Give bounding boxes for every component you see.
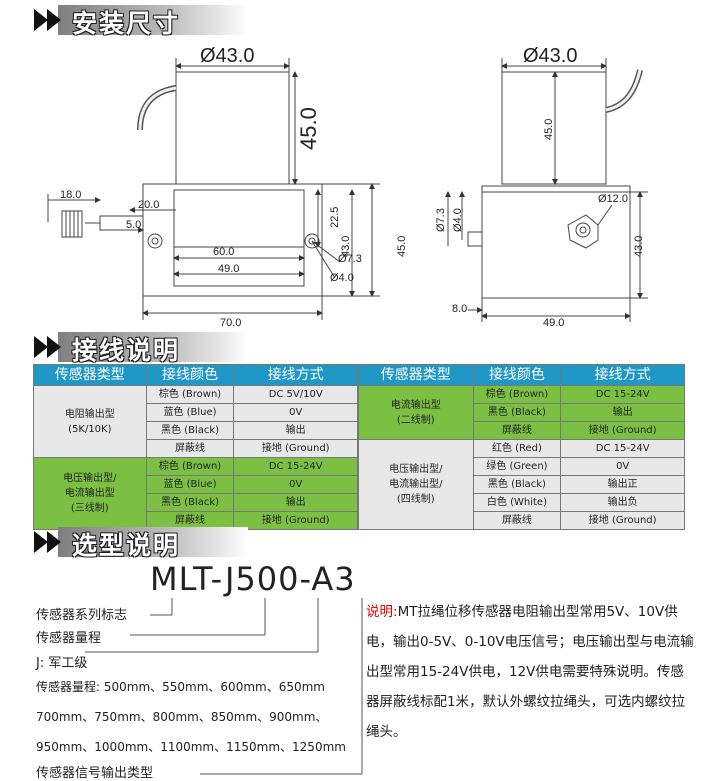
front-drum-outline	[175, 71, 290, 185]
selection-line: 950mm、1000mm、1100mm、1150mm、1250mm	[36, 740, 346, 754]
wire-color: 棕色 (Brown)	[145, 457, 235, 476]
chevron-icon	[34, 531, 48, 553]
dim-label: 45.0	[396, 236, 408, 257]
section-banner-wiring: 接线说明	[30, 330, 690, 365]
wire-function: DC 15-24V	[233, 457, 358, 476]
dim-label: Ø7.3	[435, 208, 447, 232]
wiring-table-left: 传感器类型 接线颜色 接线方式 电阻输出型(5K/10K) 棕色 (Brown)…	[33, 364, 358, 530]
wire-function: 接地 (Ground)	[560, 421, 685, 440]
wire-color: 黑色 (Black)	[472, 403, 562, 422]
column-header: 传感器类型	[33, 364, 147, 386]
wire-function: 接地 (Ground)	[233, 439, 358, 458]
wire-color: 蓝色 (Blue)	[145, 403, 235, 422]
dim-label: 5.0	[126, 219, 141, 231]
wire-function: 0V	[233, 475, 358, 494]
chevron-icon	[34, 336, 48, 358]
column-header: 接线颜色	[145, 364, 235, 386]
section-title: 安装尺寸	[72, 9, 181, 38]
wire-function: 输出正	[560, 475, 685, 494]
wire-color: 屏蔽线	[145, 511, 235, 530]
wire-function: 0V	[560, 457, 685, 476]
wire-color: 白色 (White)	[472, 493, 562, 512]
wire-function: DC 15-24V	[560, 439, 685, 458]
cable-lead	[605, 69, 643, 113]
selection-line: 传感器量程: 500mm、550mm、600mm、650mm	[36, 680, 325, 694]
wire-function: 输出负	[560, 493, 685, 512]
sensor-type-cell: 电阻输出型(5K/10K)	[33, 385, 147, 458]
chevron-icon	[47, 9, 61, 31]
model-code: MLT-J500-A3	[150, 560, 356, 598]
wire-color: 蓝色 (Blue)	[145, 475, 235, 494]
section-title: 选型说明	[72, 531, 181, 560]
chevron-icon	[34, 9, 48, 31]
dim-label: 22.5	[329, 207, 341, 228]
dim-label: Ø43.0	[200, 45, 254, 67]
dim-label: 20.0	[138, 199, 159, 211]
wiring-table-right: 传感器类型 接线颜色 接线方式 电流输出型(二线制) 棕色 (Brown) DC…	[358, 364, 685, 530]
banner-band	[58, 527, 248, 557]
wire-function: 输出	[560, 403, 685, 422]
wire-function: 接地 (Ground)	[233, 511, 358, 530]
wire-color: 屏蔽线	[472, 511, 562, 530]
wire-function: 输出	[233, 421, 358, 440]
section-banner-selection: 选型说明	[30, 525, 690, 560]
wire-function: DC 15-24V	[560, 385, 685, 404]
section-title: 接线说明	[72, 336, 181, 365]
callout-lines	[85, 598, 363, 775]
wire-color: 棕色 (Brown)	[472, 385, 562, 404]
dim-label: 45.0	[296, 107, 321, 150]
side-base-outline	[481, 185, 631, 299]
description-note: 说明:MT拉绳位移传感器电阻输出型常用5V、10V供电，输出0-5V、0-10V…	[366, 597, 696, 747]
sensor-type-cell: 电流输出型(二线制)	[358, 385, 474, 440]
wire-color: 黑色 (Black)	[145, 421, 235, 440]
dim-label: 45.0	[543, 119, 555, 140]
dim-label: Ø12.0	[598, 193, 628, 205]
wire-color: 红色 (Red)	[472, 439, 562, 458]
wire-color: 黑色 (Black)	[145, 493, 235, 512]
sensor-type-cell: 电压输出型/电流输出型/(四线制)	[358, 439, 474, 530]
dim-label: 49.0	[543, 317, 564, 328]
dim-label: 43.0	[340, 236, 352, 257]
banner-band	[58, 5, 248, 35]
wire-color: 绿色 (Green)	[472, 457, 562, 476]
dim-label: 18.0	[60, 189, 81, 201]
note-label: 说明:	[366, 604, 398, 620]
wire-color: 黑色 (Black)	[472, 475, 562, 494]
column-header: 传感器类型	[358, 364, 474, 386]
selection-line: 传感器量程	[36, 631, 102, 646]
wire-function: 输出	[233, 493, 358, 512]
dim-label: 60.0	[213, 246, 234, 258]
dim-label: Ø4.0	[452, 208, 464, 232]
dim-label: 43.0	[633, 236, 645, 257]
dim-label: Ø7.3	[338, 253, 362, 265]
dimension-drawing: Ø43.0 45.0 18.0 20.0 5.0 22.5 60.0 49.0 …	[47, 45, 648, 328]
wire-color: 屏蔽线	[472, 421, 562, 440]
mount-hole	[147, 233, 163, 249]
dim-label: 49.0	[218, 263, 239, 275]
selection-line: 传感器信号输出类型	[36, 766, 154, 781]
column-header: 接线方式	[233, 364, 358, 386]
dim-label: Ø43.0	[523, 45, 577, 67]
sensor-type-cell: 电压输出型/电流输出型(三线制)	[33, 457, 147, 530]
hex-fitting	[567, 214, 599, 249]
wire-function: 0V	[233, 403, 358, 422]
wire-function: 接地 (Ground)	[560, 511, 685, 530]
chevron-icon	[47, 336, 61, 358]
banner-band	[58, 332, 248, 362]
wire-function: DC 5V/10V	[233, 385, 358, 404]
wire-color: 棕色 (Brown)	[145, 385, 235, 404]
dim-label: 8.0	[452, 303, 467, 315]
column-header: 接线颜色	[472, 364, 562, 386]
column-header: 接线方式	[560, 364, 685, 386]
note-text: MT拉绳位移传感器电阻输出型常用5V、10V供电，输出0-5V、0-10V电压信…	[366, 604, 694, 740]
selection-line: 700mm、750mm、800mm、850mm、900mm、	[36, 710, 328, 724]
dim-label: 70.0	[220, 317, 241, 328]
chevron-icon	[47, 531, 61, 553]
dim-label: Ø4.0	[330, 272, 354, 284]
selection-line: J: 军工级	[36, 656, 88, 671]
section-banner-install: 安装尺寸	[30, 3, 690, 38]
wire-color: 屏蔽线	[145, 439, 235, 458]
selection-line: 传感器系列标志	[36, 608, 128, 623]
